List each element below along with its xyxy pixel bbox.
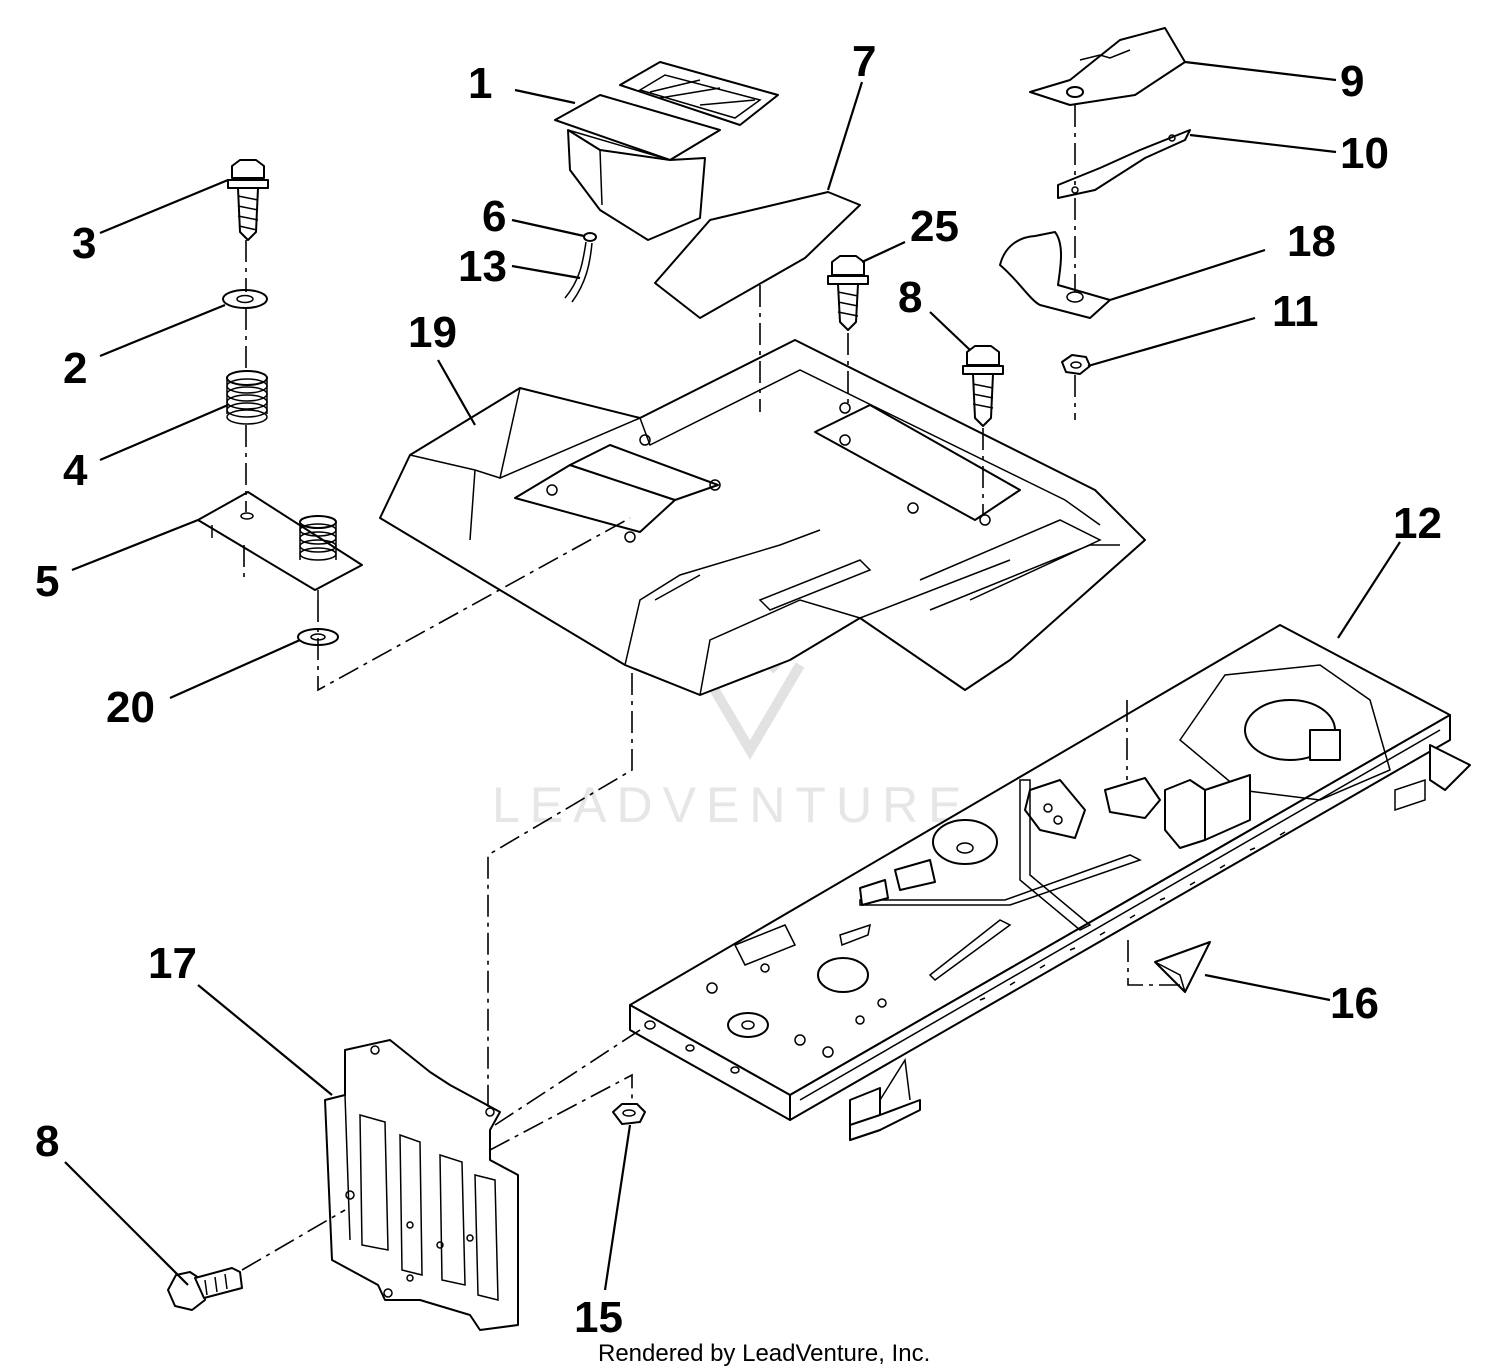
part-1-tray bbox=[554, 61, 779, 241]
callout-3: 3 bbox=[72, 219, 96, 268]
callout-11: 11 bbox=[1272, 287, 1319, 336]
part-9-cover bbox=[1029, 27, 1186, 106]
callout-18: 18 bbox=[1287, 217, 1336, 266]
watermark-text: LEADVENTURE bbox=[492, 777, 972, 833]
part-11-nut bbox=[1061, 354, 1091, 375]
part-15-nut bbox=[612, 1103, 646, 1125]
callout-19: 19 bbox=[408, 308, 457, 357]
part-6-fitting bbox=[583, 232, 597, 242]
part-7-pad bbox=[654, 191, 861, 319]
watermark: LEADVENTURE bbox=[492, 552, 972, 833]
callout-10: 10 bbox=[1340, 129, 1389, 178]
part-12-frame bbox=[629, 624, 1471, 1141]
callout-16: 16 bbox=[1330, 979, 1379, 1028]
callout-1: 1 bbox=[468, 59, 492, 108]
callout-13: 13 bbox=[458, 242, 507, 291]
callout-2: 2 bbox=[63, 344, 87, 393]
part-10-plate bbox=[1057, 129, 1191, 199]
part-25-bolt bbox=[827, 255, 869, 331]
part-16-bracket bbox=[1154, 941, 1211, 993]
render-credit: Rendered by LeadVenture, Inc. bbox=[598, 1340, 930, 1367]
part-4-spring bbox=[226, 370, 268, 425]
part-13-drain-tube bbox=[564, 241, 593, 303]
part-3-bolt bbox=[227, 159, 269, 241]
callout-9: 9 bbox=[1340, 57, 1364, 106]
part-8-bolt-upper bbox=[962, 345, 1004, 427]
callout-8-lower: 8 bbox=[35, 1117, 59, 1166]
callout-17: 17 bbox=[148, 939, 197, 988]
part-2-washer bbox=[222, 289, 268, 309]
callout-12: 12 bbox=[1393, 499, 1442, 548]
callout-8-upper: 8 bbox=[898, 273, 922, 322]
callout-15: 15 bbox=[574, 1293, 623, 1342]
part-17-front-plate bbox=[324, 1039, 519, 1331]
leader-lines bbox=[64, 60, 1401, 1291]
assembly-centerlines bbox=[241, 105, 1180, 1271]
callout-7: 7 bbox=[852, 37, 876, 86]
callout-20: 20 bbox=[106, 683, 155, 732]
part-19-body-panel bbox=[379, 339, 1146, 696]
callout-25: 25 bbox=[910, 202, 959, 251]
part-8-bolt-lower bbox=[167, 1267, 243, 1311]
part-5-spring-plate bbox=[197, 491, 363, 600]
callout-labels: 1 3 2 4 5 20 6 13 7 9 10 18 11 25 8 19 1… bbox=[35, 37, 1442, 1342]
callout-5: 5 bbox=[35, 557, 59, 606]
callout-4: 4 bbox=[63, 446, 88, 495]
callout-6: 6 bbox=[482, 192, 506, 241]
part-18-clip bbox=[999, 231, 1111, 319]
